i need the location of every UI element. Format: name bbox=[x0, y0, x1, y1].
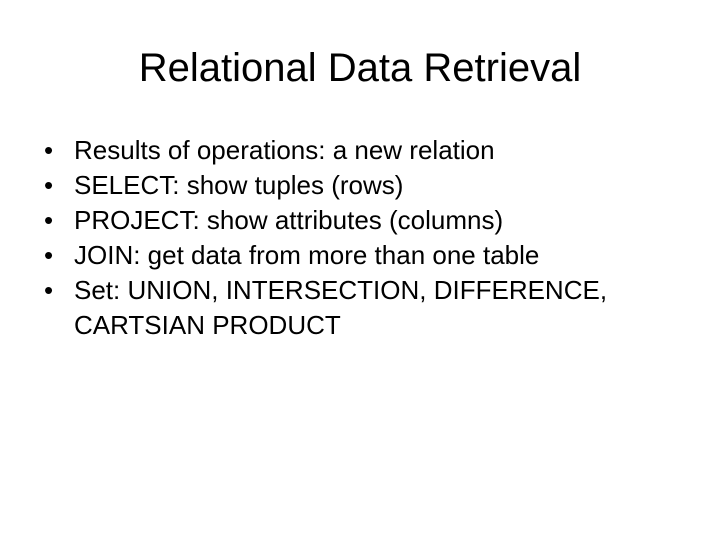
bullet-item: • Set: UNION, INTERSECTION, DIFFERENCE, … bbox=[44, 273, 684, 343]
slide-title: Relational Data Retrieval bbox=[138, 46, 582, 90]
bullet-marker: • bbox=[44, 170, 54, 200]
bullet-item: • Results of operations: a new relation bbox=[44, 133, 684, 168]
bullet-item: • JOIN: get data from more than one tabl… bbox=[44, 238, 684, 273]
bullet-list: • Results of operations: a new relation … bbox=[44, 133, 684, 343]
bullet-text: JOIN: get data from more than one table bbox=[74, 240, 540, 270]
bullet-text: Results of operations: a new relation bbox=[74, 135, 495, 165]
bullet-marker: • bbox=[44, 275, 54, 305]
bullet-text: Set: UNION, INTERSECTION, DIFFERENCE, CA… bbox=[74, 275, 608, 340]
bullet-marker: • bbox=[44, 135, 54, 165]
bullet-text: SELECT: show tuples (rows) bbox=[74, 170, 404, 200]
bullet-marker: • bbox=[44, 240, 54, 270]
bullet-marker: • bbox=[44, 205, 54, 235]
bullet-text: PROJECT: show attributes (columns) bbox=[74, 205, 504, 235]
bullet-item: • SELECT: show tuples (rows) bbox=[44, 168, 684, 203]
bullet-item: • PROJECT: show attributes (columns) bbox=[44, 203, 684, 238]
